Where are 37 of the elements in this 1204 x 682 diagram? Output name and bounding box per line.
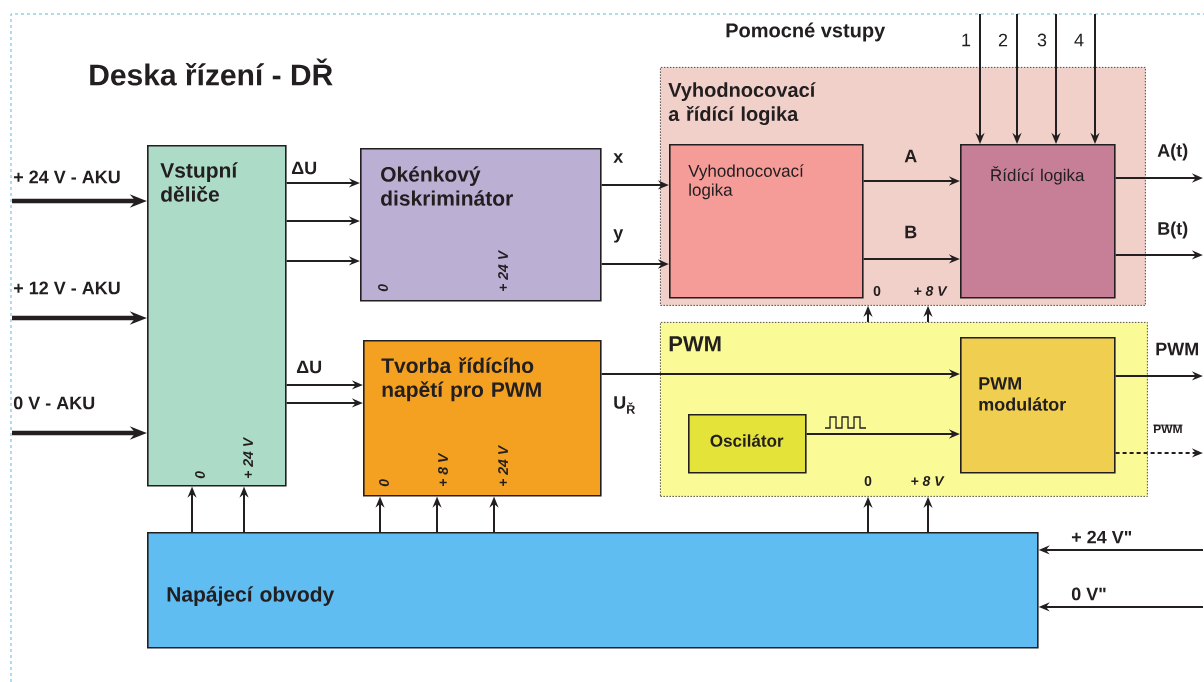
block-box: Řídící logika bbox=[960, 144, 1116, 299]
block-box: Napájecí obvody bbox=[147, 532, 1039, 649]
edge-label: + 24 V - AKU bbox=[13, 170, 120, 184]
edge-label: 0 V - AKU bbox=[13, 396, 95, 410]
pin-label: + 8 V bbox=[914, 286, 948, 296]
pin-label: 0 bbox=[195, 471, 205, 479]
edge-label: 3 bbox=[1037, 33, 1047, 47]
edge-label: 1 bbox=[962, 33, 971, 47]
edge-label: x bbox=[613, 153, 624, 163]
pin-label: 0 bbox=[378, 284, 388, 292]
edge-label: 0 V" bbox=[1071, 587, 1106, 601]
edge-label: PWM bbox=[1156, 342, 1198, 356]
block-box: PWM modulátor bbox=[960, 337, 1116, 474]
edge-label: ΔU bbox=[291, 161, 317, 175]
edge-label: ΔU bbox=[296, 360, 322, 374]
pin-label: + 24 V bbox=[243, 436, 253, 478]
edge-label: PWM bbox=[1152, 424, 1184, 434]
edge-label: A(t) bbox=[1157, 143, 1188, 161]
heading-label: Pomocné vstupy bbox=[726, 22, 886, 42]
title: Deska řízení - DŘ bbox=[90, 58, 333, 86]
pin-label: + 8 V bbox=[911, 476, 945, 486]
edge-label: A bbox=[904, 149, 917, 163]
pin-label: + 24 V bbox=[498, 444, 508, 486]
pin-label: 0 bbox=[864, 476, 872, 486]
block-box: Oscilátor bbox=[688, 414, 807, 474]
edge-label: 4 bbox=[1074, 33, 1084, 47]
edge-label: + 24 V" bbox=[1071, 530, 1132, 544]
block-box: Vyhodnocovací logika bbox=[669, 144, 864, 299]
edge-label: U$_{Ř}$ bbox=[614, 396, 636, 414]
edge-label: + 12 V - AKU bbox=[13, 281, 120, 295]
edge-label: B bbox=[905, 225, 917, 239]
edge-label: 2 bbox=[998, 33, 1008, 47]
pin-label: + 8 V bbox=[438, 452, 448, 486]
pin-label: 0 bbox=[379, 479, 389, 487]
edge-label: y bbox=[613, 229, 624, 243]
edge-label: B(t) bbox=[1158, 221, 1188, 239]
pin-label: + 24 V bbox=[498, 249, 508, 291]
